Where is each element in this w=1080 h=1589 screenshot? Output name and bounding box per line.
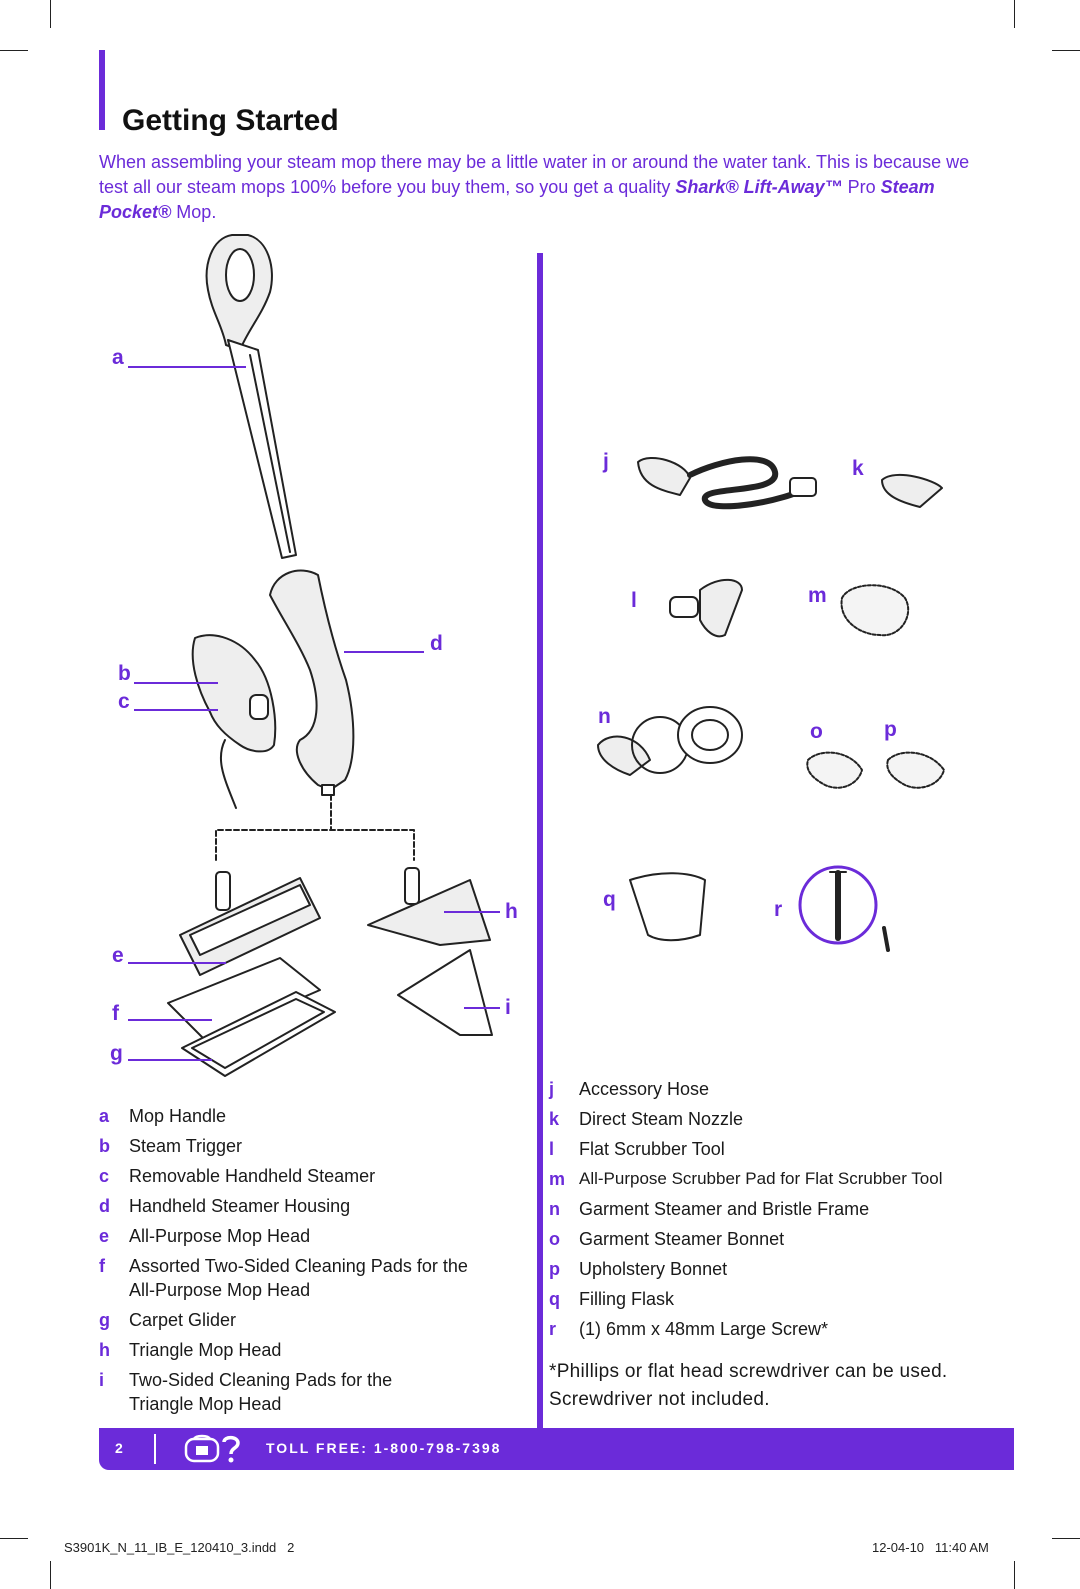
leader-line-g <box>128 1059 212 1061</box>
footer-divider <box>154 1434 156 1464</box>
diagram-letter-d: d <box>430 632 443 655</box>
footer-bar: 2 TOLL FREE: 1-800-798-7398 <box>99 1428 1014 1470</box>
diagram-letter-n: n <box>598 705 611 728</box>
diagram-letter-r: r <box>774 898 783 921</box>
page-number: 2 <box>115 1440 123 1456</box>
diagram-letter-j: j <box>603 450 609 473</box>
diagram-letter-g: g <box>110 1042 123 1065</box>
crop-mark <box>1052 1538 1080 1539</box>
column-divider <box>537 253 543 1431</box>
steamer-housing-illustration <box>269 569 355 796</box>
brand-name: Shark® Lift-Away™ <box>675 177 843 197</box>
leader-line-f <box>128 1019 212 1021</box>
mop-handle-illustration <box>205 234 297 559</box>
brand-name-2: Steam Pocket® <box>99 177 935 222</box>
crop-mark <box>50 0 51 28</box>
diagram-letter-o: o <box>810 720 823 743</box>
leader-line-h <box>444 911 500 913</box>
leader-line-b <box>134 682 218 684</box>
triangle-mop-head-illustration <box>367 867 491 946</box>
diagram-letter-f: f <box>112 1002 119 1025</box>
crop-mark <box>1014 1561 1015 1589</box>
garment-steamer-illustration <box>597 706 743 776</box>
upholstery-bonnet-illustration <box>886 751 945 789</box>
crop-mark <box>1014 0 1015 28</box>
leader-line-e <box>128 962 226 964</box>
diagram-letter-k: k <box>852 457 864 480</box>
legend-item: r(1) 6mm x 48mm Large Screw* <box>549 1319 829 1339</box>
diagram-letter-b: b <box>118 662 131 685</box>
diagram-letter-m: m <box>808 584 827 607</box>
carpet-glider-illustration <box>181 991 336 1077</box>
crop-mark <box>50 1561 51 1589</box>
toll-free-number: TOLL FREE: 1-800-798-7398 <box>266 1440 502 1456</box>
flat-scrubber-illustration <box>669 578 743 638</box>
scrubber-pad-illustration <box>840 584 910 637</box>
mop-head-illustration <box>179 871 321 976</box>
phone-question-icon <box>184 1433 244 1470</box>
accessory-hose-illustration <box>637 456 817 510</box>
leader-line-d <box>344 651 424 653</box>
diagram-letter-l: l <box>631 589 637 612</box>
handheld-steamer-illustration <box>191 634 277 809</box>
intro-pro: Pro <box>842 177 881 197</box>
leader-line-c <box>134 709 218 711</box>
crop-mark <box>1052 50 1080 51</box>
screw-illustration <box>798 865 890 952</box>
diagram-letter-c: c <box>118 690 130 713</box>
crop-mark <box>0 1538 28 1539</box>
print-date: 12-04-10 11:40 AM <box>872 1540 989 1555</box>
intro-text: When assembling your steam mop there may… <box>99 152 970 197</box>
page-title: Getting Started <box>122 104 339 137</box>
file-slug: S3901K_N_11_IB_E_120410_3.indd 2 <box>64 1540 295 1555</box>
triangle-pad-illustration <box>397 949 493 1036</box>
diagram-letter-e: e <box>112 944 124 967</box>
title-accent-bar <box>99 50 105 130</box>
intro-paragraph: When assembling your steam mop there may… <box>99 150 979 225</box>
filling-flask-illustration <box>629 872 706 942</box>
garment-bonnet-illustration <box>806 751 863 789</box>
screwdriver-note: *Phillips or flat head screwdriver can b… <box>549 1361 948 1410</box>
leader-line-a <box>128 366 246 368</box>
diagram-letter-q: q <box>603 888 616 911</box>
diagram-letter-h: h <box>505 900 518 923</box>
intro-text-end: Mop. <box>171 202 217 222</box>
diagram-letter-p: p <box>884 718 897 741</box>
diagram-letter-a: a <box>112 346 124 369</box>
crop-mark <box>0 50 28 51</box>
steam-nozzle-illustration <box>881 473 943 508</box>
diagram-letter-i: i <box>505 996 511 1019</box>
leader-line-i <box>464 1007 500 1009</box>
